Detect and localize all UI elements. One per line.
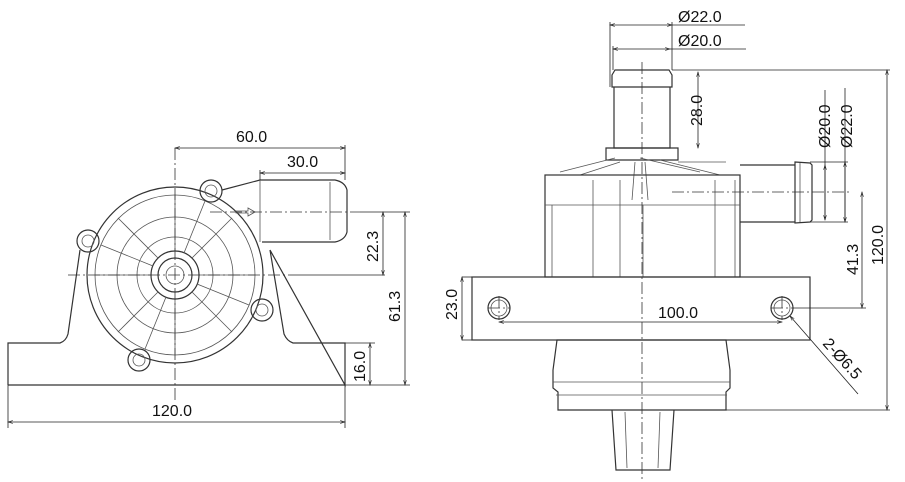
dim-inlet-length: 28.0	[689, 95, 706, 126]
dim-outlet-length: 30.0	[287, 154, 318, 171]
dim-outlet-offset: 60.0	[236, 129, 267, 146]
dim-outlet-outer-dia: Ø22.0	[839, 104, 856, 148]
mounting-flange	[471, 276, 811, 341]
dim-hole-spacing: 100.0	[658, 305, 698, 322]
dim-center-height: 61.3	[387, 291, 404, 322]
side-view: Ø22.0 Ø20.0 28.0 Ø20.0 Ø22.0 41.3 120.0 …	[444, 9, 890, 480]
motor-body	[544, 174, 741, 278]
dim-outlet-height: 41.3	[845, 244, 862, 275]
screw-lugs	[76, 179, 274, 372]
dim-base-width: 120.0	[152, 403, 192, 420]
front-view: 60.0 30.0 22.3 61.3 16.0 120.0	[8, 129, 410, 428]
outlet-pipe	[221, 179, 348, 243]
lower-housing	[552, 339, 731, 411]
dim-flange-thickness: 23.0	[444, 289, 461, 320]
connector	[611, 409, 675, 471]
flow-arrow-icon	[235, 207, 256, 217]
dim-total-height: 120.0	[870, 225, 887, 265]
dim-outlet-inner-dia: Ø20.0	[817, 104, 834, 148]
dim-outlet-height: 22.3	[365, 231, 382, 262]
base-outline	[7, 249, 346, 388]
side-outlet-pipe	[794, 161, 813, 224]
dim-inlet-outer-dia: Ø22.0	[678, 9, 722, 26]
dim-base-height: 16.0	[352, 351, 369, 382]
dim-inlet-inner-dia: Ø20.0	[678, 33, 722, 50]
